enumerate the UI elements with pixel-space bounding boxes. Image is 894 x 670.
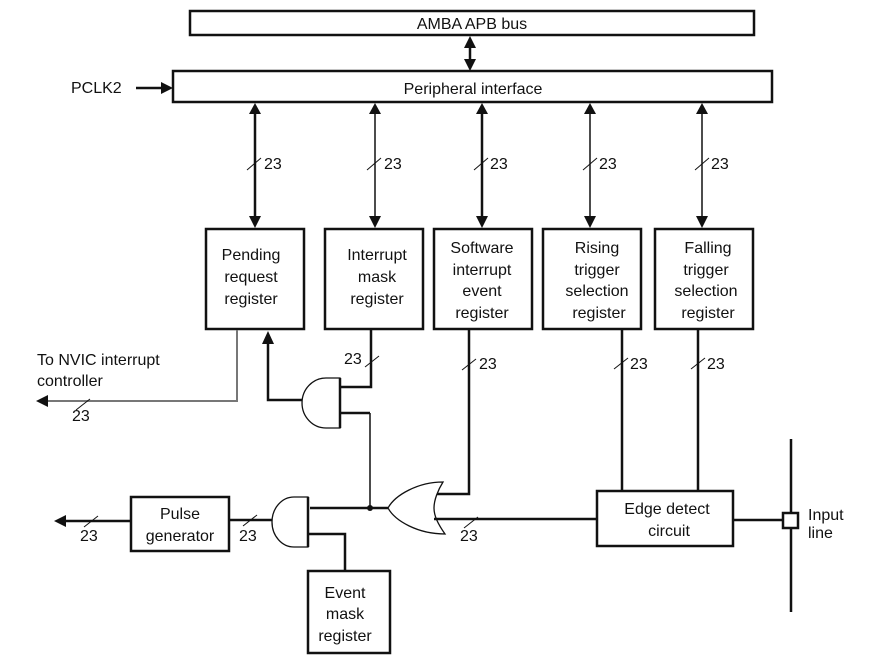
- svg-text:23: 23: [80, 528, 98, 545]
- svg-text:register: register: [455, 305, 509, 322]
- svg-text:Rising: Rising: [575, 240, 619, 257]
- arrow-left-icon: [54, 515, 66, 527]
- edge-detect-circuit: Edge detect circuit 23 23: [595, 330, 783, 548]
- svg-text:23: 23: [72, 408, 90, 425]
- svg-text:mask: mask: [358, 269, 397, 286]
- svg-text:event: event: [462, 283, 502, 300]
- nvic-label: To NVIC interrupt: [37, 352, 160, 369]
- svg-text:selection: selection: [565, 283, 628, 300]
- svg-text:request: request: [224, 269, 278, 286]
- event-and-gate: 23: [230, 496, 347, 570]
- bus-width-label: 23: [490, 156, 508, 173]
- link-pending: 23: [246, 103, 282, 228]
- bus-width-label: 23: [384, 156, 402, 173]
- bus-width-label: 23: [264, 156, 282, 173]
- svg-text:Input: Input: [808, 507, 844, 524]
- amba-apb-bus: AMBA APB bus: [188, 9, 756, 37]
- link-falling: 23: [694, 103, 729, 228]
- svg-text:generator: generator: [146, 528, 215, 545]
- input-pin-icon: [781, 511, 800, 530]
- pulse-generator: Pulse generator 23: [54, 495, 231, 553]
- svg-text:interrupt: interrupt: [453, 262, 512, 279]
- peripheral-interface: Peripheral interface: [171, 69, 774, 104]
- svg-text:Pending: Pending: [222, 247, 281, 264]
- arrow-up-icon: [262, 331, 274, 344]
- svg-text:mask: mask: [326, 606, 365, 623]
- pclk2-input: PCLK2: [71, 80, 173, 97]
- arrow-right-icon: [161, 82, 173, 94]
- svg-text:Pulse: Pulse: [160, 506, 200, 523]
- arrow-up-icon: [464, 36, 476, 48]
- event-mask-register: Event mask register: [306, 569, 392, 655]
- svg-text:register: register: [572, 305, 626, 322]
- bus-interface-link: [464, 36, 476, 71]
- interrupt-mask-register: Interrupt mask register: [323, 227, 425, 331]
- rising-trigger-selection-register: Rising trigger selection register: [541, 227, 643, 331]
- svg-text:trigger: trigger: [574, 262, 620, 279]
- pclk2-label: PCLK2: [71, 80, 122, 97]
- svg-text:Software: Software: [450, 240, 513, 257]
- input-line: Input line: [781, 439, 844, 612]
- link-imask: 23: [366, 103, 402, 228]
- amba-apb-bus-label: AMBA APB bus: [417, 16, 527, 33]
- svg-text:Edge detect: Edge detect: [624, 501, 710, 518]
- svg-text:circuit: circuit: [648, 523, 690, 540]
- svg-text:23: 23: [460, 528, 478, 545]
- svg-text:register: register: [350, 291, 404, 308]
- bus-width-label: 23: [599, 156, 617, 173]
- svg-text:register: register: [318, 628, 372, 645]
- interrupt-and-gate: 23: [262, 330, 380, 508]
- software-interrupt-event-register: Software interrupt event register: [432, 227, 534, 331]
- svg-text:register: register: [681, 305, 735, 322]
- pending-request-register: Pending request register: [204, 227, 306, 331]
- svg-text:23: 23: [707, 356, 725, 373]
- svg-text:23: 23: [479, 356, 497, 373]
- svg-text:Falling: Falling: [684, 240, 731, 257]
- arrow-left-icon: [36, 395, 48, 407]
- svg-text:23: 23: [239, 528, 257, 545]
- junction-dot: [367, 505, 373, 511]
- nvic-output: 23 To NVIC interrupt controller: [36, 330, 238, 425]
- svg-text:line: line: [808, 525, 833, 542]
- svg-text:controller: controller: [37, 373, 103, 390]
- bus-width-label: 23: [711, 156, 729, 173]
- svg-text:23: 23: [630, 356, 648, 373]
- or-gate: 23 23: [310, 330, 597, 545]
- falling-trigger-selection-register: Falling trigger selection register: [653, 227, 755, 331]
- svg-text:selection: selection: [674, 283, 737, 300]
- peripheral-interface-label: Peripheral interface: [404, 81, 543, 98]
- svg-text:23: 23: [344, 351, 362, 368]
- link-rising: 23: [582, 103, 617, 228]
- svg-text:Event: Event: [325, 585, 366, 602]
- register-bus-links: 23 23 23 23 23: [246, 103, 729, 228]
- link-swier: 23: [473, 103, 508, 228]
- svg-text:register: register: [224, 291, 278, 308]
- svg-text:Interrupt: Interrupt: [347, 247, 407, 264]
- svg-text:trigger: trigger: [683, 262, 729, 279]
- arrow-down-icon: [464, 59, 476, 71]
